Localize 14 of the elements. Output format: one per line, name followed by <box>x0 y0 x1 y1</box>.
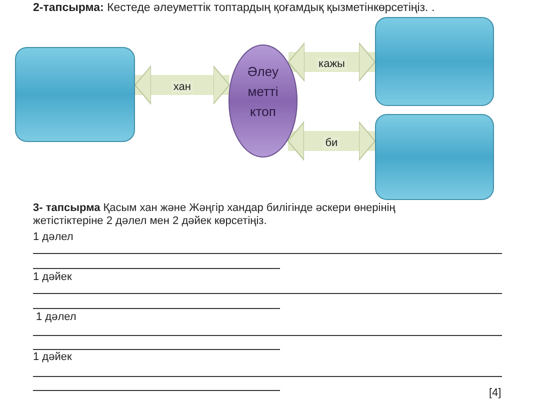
node-label: Әлеу метті ктоп <box>246 63 280 121</box>
answer-prompt: 1 дәйек <box>33 351 72 364</box>
edge-label: би <box>323 137 340 149</box>
edge-label: кажы <box>316 58 347 70</box>
task-heading: 2-тапсырма: Кестеде әлеуметтік топтардың қоғамдық қызметінкөрсетіңіз. . <box>33 2 435 15</box>
rounded-box <box>15 47 135 142</box>
rounded-box <box>375 17 494 106</box>
edge-label: хан <box>171 81 193 93</box>
answer-prompt: 1 дәлел <box>36 311 76 324</box>
task-text: 3- тапсырма Қасым хан және Жәңгір хандар билігінде әскери өнерінің жетістіктеріне 2 дәлел мен 2 дәйек көрсетіңіз. <box>33 202 396 228</box>
answer-prompt: 1 дәлел <box>33 231 74 244</box>
answer-prompt: 1 дәйек <box>33 271 72 284</box>
score-mark: [4] <box>489 387 502 400</box>
rounded-box <box>375 114 494 200</box>
